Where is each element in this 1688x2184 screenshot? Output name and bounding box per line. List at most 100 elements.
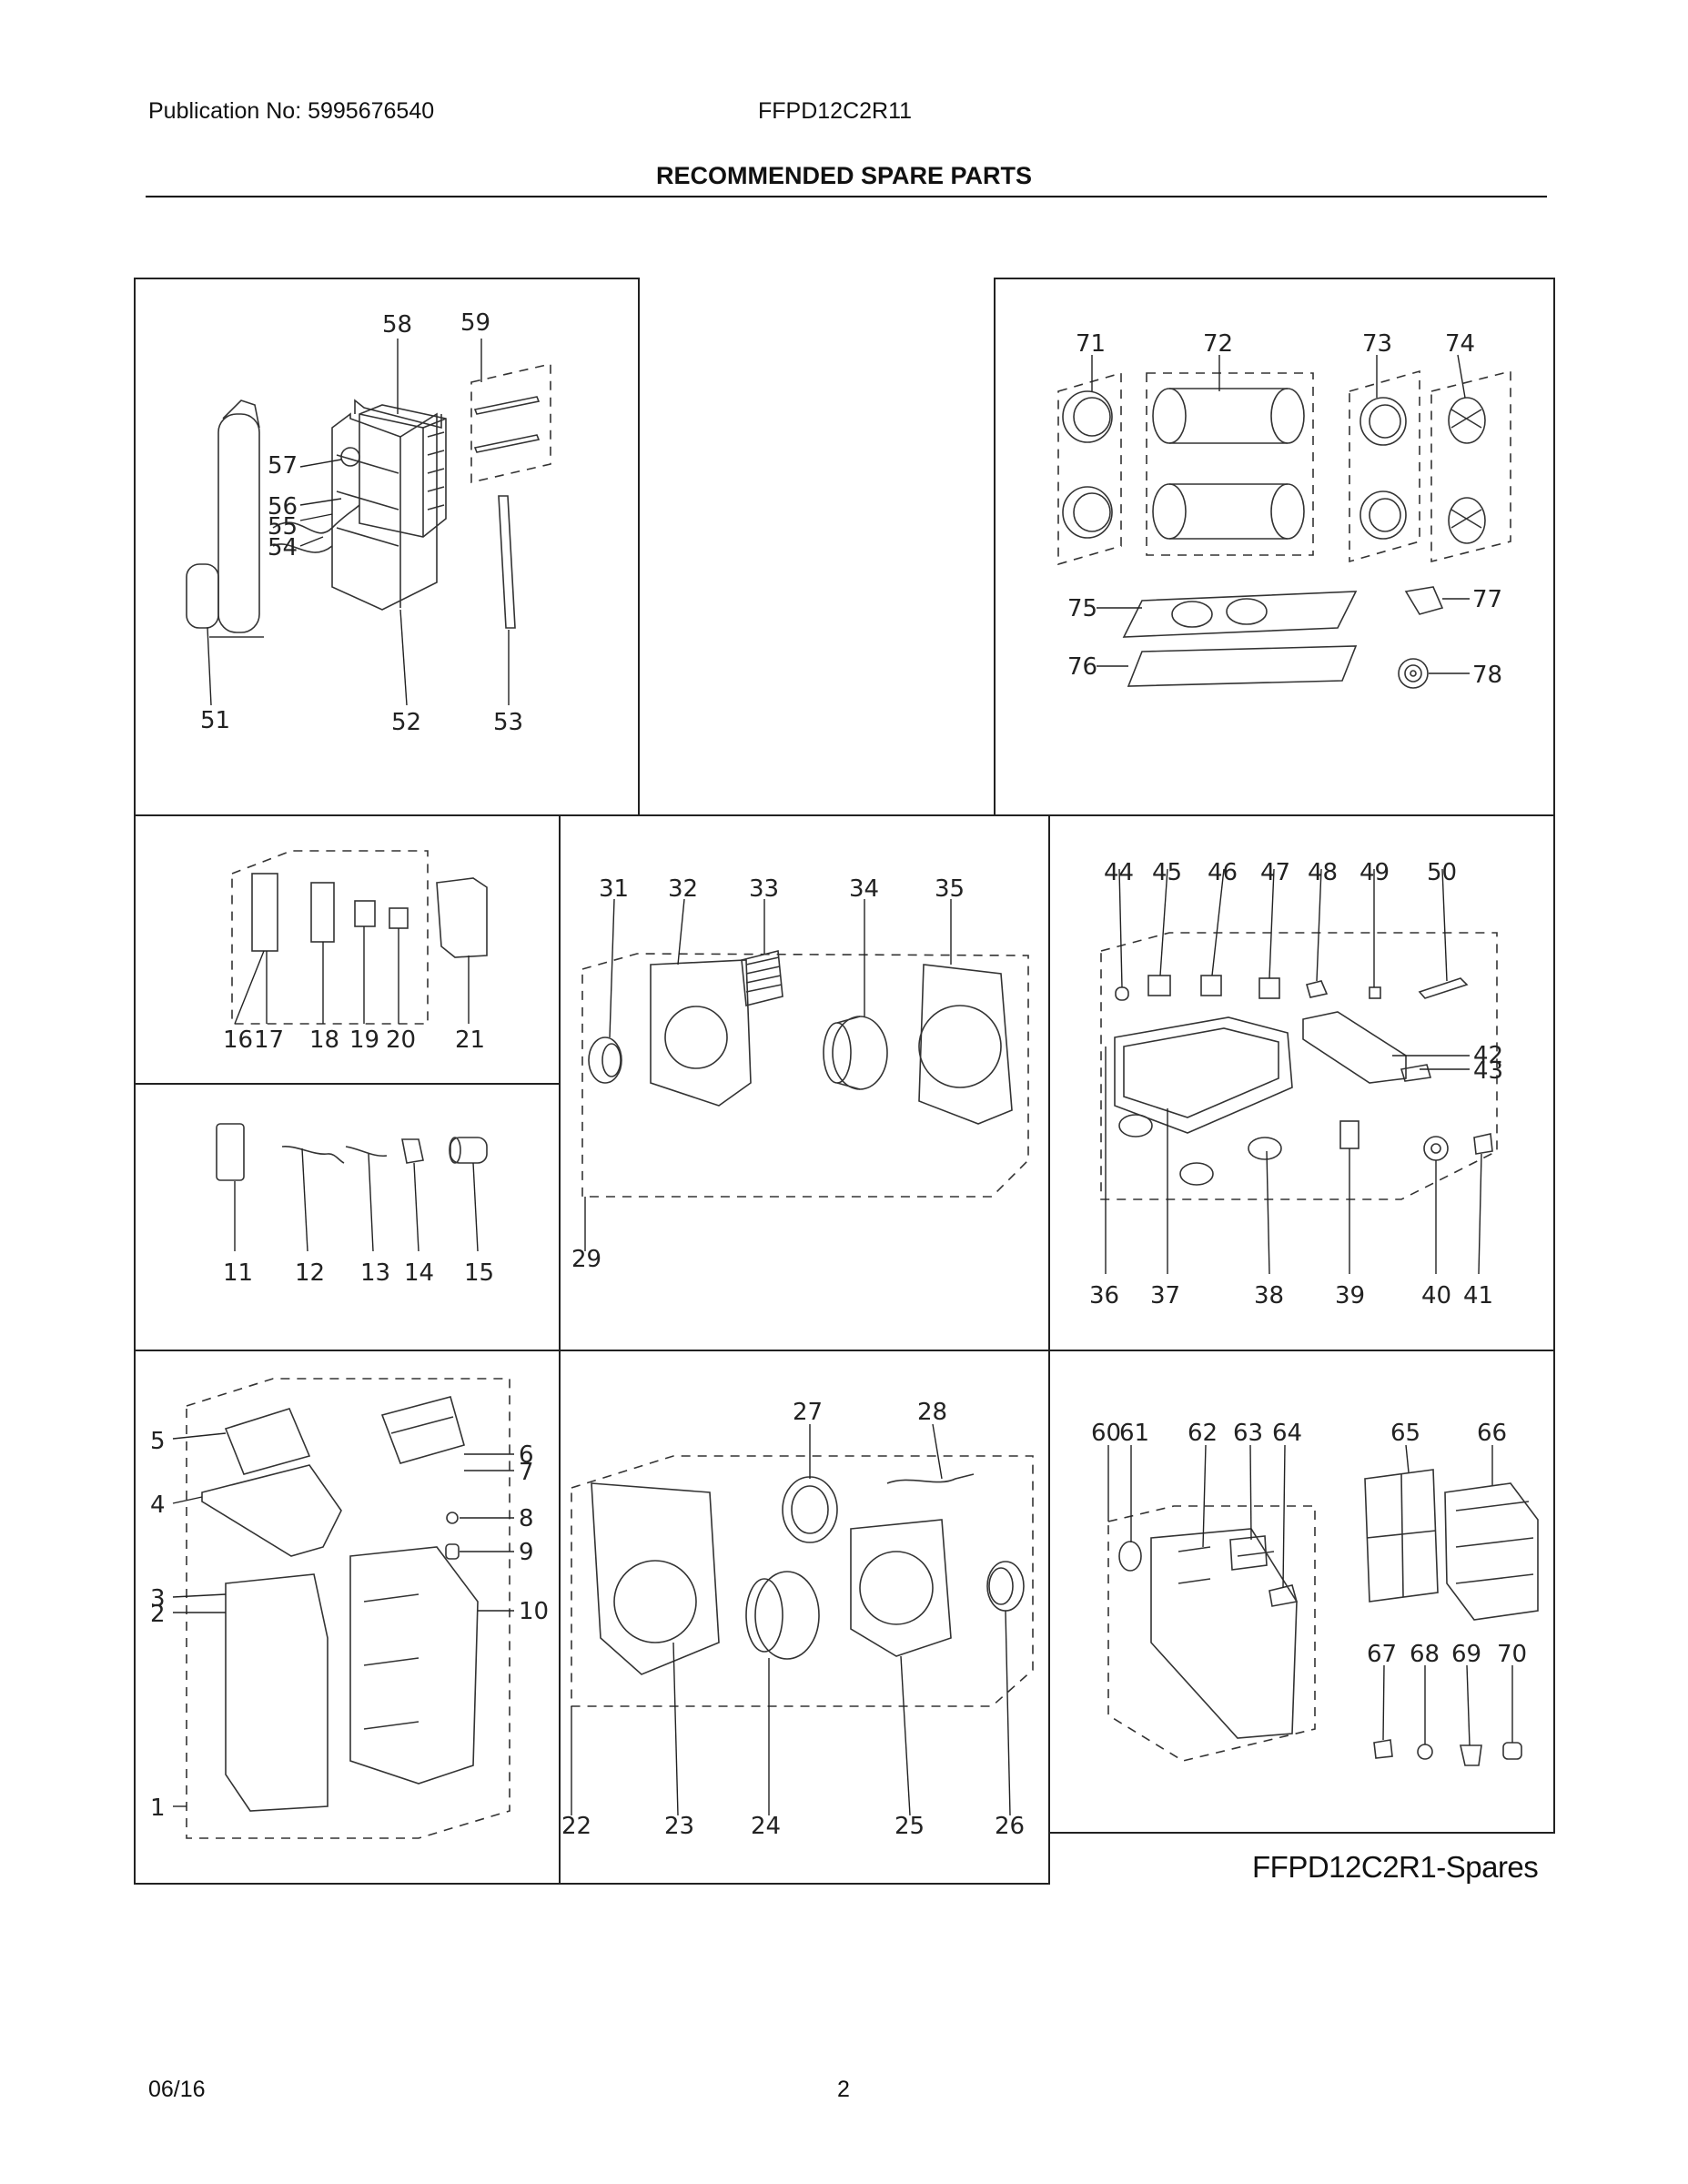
filter-mesh [1364,1469,1439,1603]
rear-panel [1150,1528,1298,1739]
part-label: 56 [268,493,298,521]
cord-clip [1502,1742,1522,1760]
part-label: 49 [1359,859,1390,886]
panel-accessories-frame [134,1083,561,1351]
part-label: 39 [1335,1282,1365,1309]
part-label: 2 [150,1601,166,1628]
hose-connector-upper [1359,397,1407,446]
switch-holder [1200,975,1222,996]
part-label: 48 [1308,859,1338,886]
panel-rear-housing-frame [1048,1350,1555,1834]
part-label: 42 [1473,1042,1503,1069]
sensor-bracket [354,900,376,927]
part-label: 72 [1203,330,1233,358]
drain-grommet [1423,1136,1449,1161]
panel-upper-fan-frame [559,814,1050,1351]
part-label: 44 [1104,859,1134,886]
part-label: 33 [749,875,779,903]
part-label: 12 [295,1259,325,1287]
filter-grille-upper [1448,397,1486,444]
part-label: 74 [1445,330,1475,358]
lower-fan-bracket [571,1455,1034,1707]
window-slider-panel [1122,591,1358,638]
part-label: 22 [561,1813,591,1840]
blower-wheel-lower [745,1571,820,1660]
fan-shroud [782,1476,838,1543]
caster-front-right [1248,1137,1282,1160]
page-title: RECOMMENDED SPARE PARTS [655,162,1033,189]
part-label: 27 [793,1399,823,1426]
title-rule [146,196,1547,197]
caster-rear [1179,1162,1214,1186]
part-label: 53 [493,709,523,736]
water-level-sensor [1306,980,1329,998]
part-label: 36 [1089,1282,1119,1309]
part-label: 54 [268,534,298,561]
control-panel-cover [224,1408,311,1475]
part-label: 7 [519,1459,534,1486]
part-label: 69 [1451,1641,1481,1668]
part-label: 43 [1473,1057,1503,1085]
publication-number: Publication No: 5995676540 [148,98,435,124]
fan-motor [588,1036,622,1084]
part-label: 26 [995,1813,1025,1840]
fan-housing-upper [918,964,1013,1125]
part-label: 78 [1472,662,1502,689]
part-label: 50 [1427,859,1457,886]
panel-exhaust-kit-frame [994,278,1555,816]
capacitor [449,1137,488,1164]
part-label: 70 [1497,1641,1527,1668]
part-label: 35 [935,875,965,903]
front-panel [225,1573,329,1812]
window-adapter-bracket [1057,371,1122,566]
part-label: 20 [386,1026,416,1054]
part-label: 61 [1119,1420,1149,1447]
part-label: 67 [1367,1641,1397,1668]
part-label: 28 [917,1399,947,1426]
drain-valve [1400,1064,1432,1082]
control-board [310,882,335,943]
rear-cap [1118,1541,1142,1572]
part-label: 58 [382,311,412,339]
part-label: 46 [1208,859,1238,886]
fan-housing-lower [850,1519,952,1657]
part-label: 62 [1188,1420,1218,1447]
part-label: 17 [254,1026,284,1054]
part-label: 73 [1362,330,1392,358]
part-label: 45 [1152,859,1182,886]
evaporator-coil [331,399,442,611]
page-number: 2 [837,2077,850,2102]
part-label: 63 [1233,1420,1263,1447]
terminal-block [389,907,409,929]
float-switch [1115,986,1129,1001]
drain-connector [1339,1120,1359,1149]
base-pan [1114,1016,1293,1134]
gasket-bars [470,362,551,629]
part-label: 5 [150,1428,166,1455]
part-label: 34 [849,875,879,903]
part-label: 18 [309,1026,339,1054]
diagram-caption: FFPD12C2R1-Spares [1252,1850,1539,1884]
part-label: 41 [1463,1282,1493,1309]
condenser-coil [359,404,447,538]
window-adapter-upper [1062,390,1113,443]
part-label: 52 [391,709,421,736]
water-pump-switch [1147,975,1171,996]
bracket-clip [1373,1739,1393,1759]
part-label: 3 [150,1585,166,1613]
part-label: 38 [1254,1282,1284,1309]
part-label: 32 [668,875,698,903]
upper-fan-bracket [581,953,1029,1198]
wire-harness [886,1473,975,1484]
top-cover [201,1464,342,1557]
part-label: 47 [1260,859,1290,886]
part-label: 60 [1091,1420,1121,1447]
window-slider-extension [1127,645,1358,687]
part-label: 14 [404,1259,434,1287]
part-label: 76 [1067,653,1097,681]
part-labels: 58 59 57 56 55 54 51 52 53 71 72 73 74 7… [150,309,1527,1840]
connector-bracket [1349,369,1420,563]
panel-control-board-frame [134,814,561,1085]
switch-button [445,1543,460,1560]
part-label: 8 [519,1505,534,1532]
